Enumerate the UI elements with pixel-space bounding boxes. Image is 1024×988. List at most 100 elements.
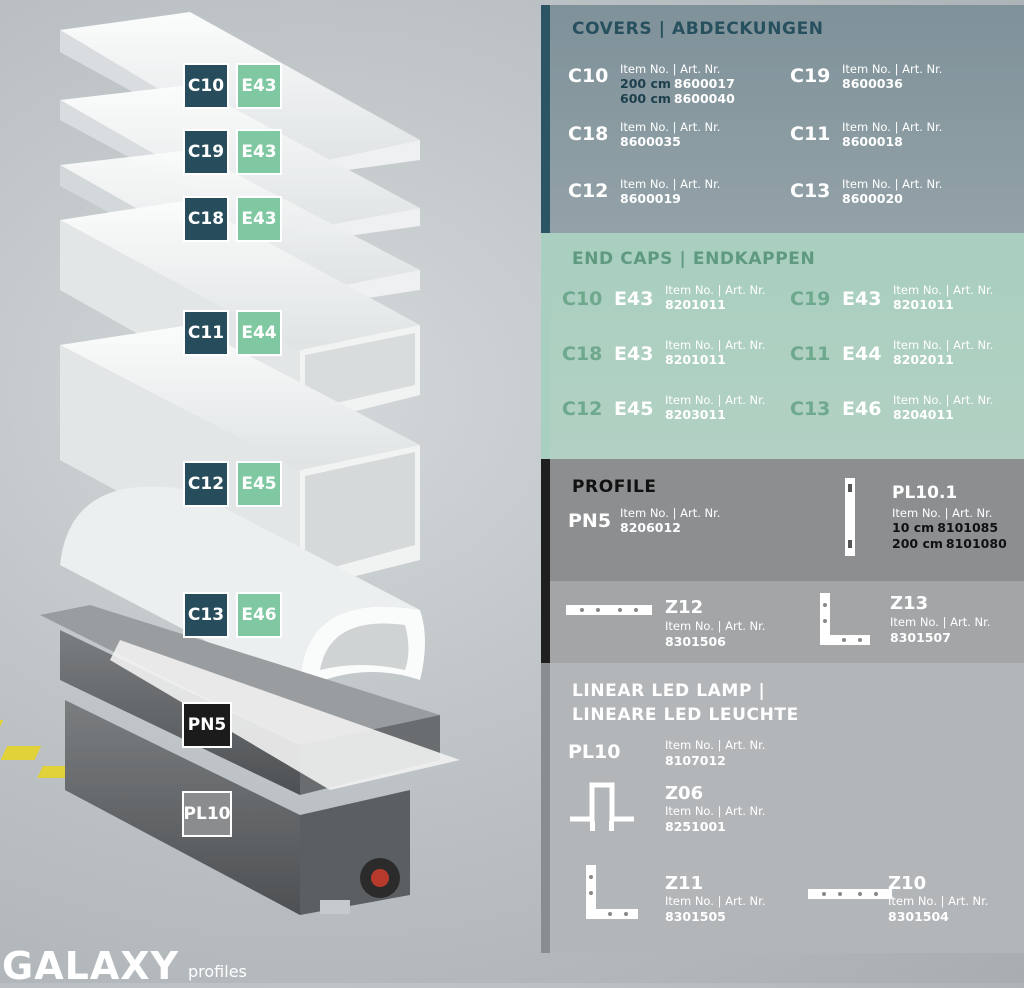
tag-e46: E46: [236, 592, 282, 638]
item-number: 8600018: [842, 134, 903, 149]
item-label: Item No. | Art. Nr.: [665, 894, 766, 908]
connectors-panel: Z12 Item No. | Art. Nr. 8301506 Z13 Item…: [541, 581, 1024, 663]
endcap-cover-code: C18: [562, 343, 603, 365]
exploded-profile-illustration: [0, 12, 460, 915]
item-number: 8600019: [620, 191, 681, 206]
tag-e45: E45: [236, 461, 282, 507]
tag-c13: C13: [183, 592, 229, 638]
endcap-code: E45: [614, 398, 654, 420]
item-number: 8107012: [665, 753, 726, 768]
lamp-code: Z06: [665, 783, 704, 804]
item-label: Item No. | Art. Nr.: [893, 393, 994, 407]
item-label: Item No. | Art. Nr.: [620, 62, 721, 76]
item-number: 8201011: [665, 352, 726, 367]
item-label: Item No. | Art. Nr.: [665, 804, 766, 818]
covers-code: C19: [790, 65, 831, 87]
covers-code: C12: [568, 180, 609, 202]
item-number: 8600035: [620, 134, 681, 149]
endcap-code: E46: [842, 398, 882, 420]
profile-code: PL10.1: [892, 483, 958, 503]
item-label: Item No. | Art. Nr.: [665, 283, 766, 297]
covers-code: C18: [568, 123, 609, 145]
item-number: 8600020: [842, 191, 903, 206]
covers-code: C10: [568, 65, 609, 87]
item-label: Item No. | Art. Nr.: [893, 338, 994, 352]
lamp-heading-line2: LINEARE LED LEUCHTE: [572, 705, 799, 725]
covers-heading: COVERS | ABDECKUNGEN: [572, 19, 824, 39]
brand-logo: GALAXY: [2, 944, 180, 988]
covers-code: C13: [790, 180, 831, 202]
endcap-cover-code: C19: [790, 288, 831, 310]
endcap-cover-code: C11: [790, 343, 831, 365]
tag-c18: C18: [183, 196, 229, 242]
item-label: Item No. | Art. Nr.: [665, 738, 766, 752]
endcap-cover-code: C12: [562, 398, 603, 420]
item-label: Item No. | Art. Nr.: [665, 619, 766, 633]
connector-z12-icon: [566, 605, 652, 615]
tag-e43: E43: [236, 196, 282, 242]
item-number: 8301506: [665, 634, 726, 649]
item-number: 8206012: [620, 520, 681, 535]
tag-c11: C11: [183, 310, 229, 356]
item-number: 8301507: [890, 630, 951, 645]
covers-code: C11: [790, 123, 831, 145]
profile-pl101-icon: [845, 478, 855, 556]
item-number: 8251001: [665, 819, 726, 834]
endcap-code: E43: [614, 288, 654, 310]
item-number: 8203011: [665, 407, 726, 422]
item-label: Item No. | Art. Nr.: [620, 177, 721, 191]
connector-z11-icon: [586, 865, 638, 919]
item-label: Item No. | Art. Nr.: [665, 338, 766, 352]
profile-pn5-shape: [0, 605, 460, 795]
brand-sub: profiles: [188, 962, 247, 981]
item-number: 8204011: [893, 407, 954, 422]
item-label: Item No. | Art. Nr.: [892, 506, 993, 520]
profile-panel: PROFILE PN5 Item No. | Art. Nr. 8206012 …: [541, 459, 1024, 581]
tag-c12: C12: [183, 461, 229, 507]
lamp-code: Z10: [888, 873, 927, 894]
lamp-code: PL10: [568, 741, 621, 763]
endcap-code: E44: [842, 343, 882, 365]
item-label: Item No. | Art. Nr.: [890, 615, 991, 629]
item-label: Item No. | Art. Nr.: [842, 177, 943, 191]
item-label: Item No. | Art. Nr.: [620, 506, 721, 520]
tag-c10: C10: [183, 63, 229, 109]
item-number: 8600036: [842, 76, 903, 91]
endcap-code: E43: [842, 288, 882, 310]
connector-code: Z13: [890, 593, 929, 614]
item-number: 8201011: [665, 297, 726, 312]
tag-e44: E44: [236, 310, 282, 356]
endcaps-panel: END CAPS | ENDKAPPEN C10 E43 Item No. | …: [541, 233, 1024, 459]
covers-panel: COVERS | ABDECKUNGEN C10 Item No. | Art.…: [541, 5, 1024, 233]
item-label: Item No. | Art. Nr.: [842, 62, 943, 76]
item-number: 8301505: [665, 909, 726, 924]
lamp-heading-line1: LINEAR LED LAMP |: [572, 681, 766, 701]
endcaps-heading: END CAPS | ENDKAPPEN: [572, 249, 816, 269]
cover-c13-shape: [60, 486, 425, 690]
endcap-cover-code: C10: [562, 288, 603, 310]
tag-pl10: PL10: [182, 791, 232, 837]
tag-e43: E43: [236, 63, 282, 109]
endcap-cover-code: C13: [790, 398, 831, 420]
tag-e43: E43: [236, 129, 282, 175]
profile-heading: PROFILE: [572, 477, 657, 497]
lamp-code: Z11: [665, 873, 704, 894]
bracket-z06-icon: [570, 782, 634, 831]
connector-z10-icon: [808, 889, 892, 899]
item-number: 8202011: [893, 352, 954, 367]
tag-c19: C19: [183, 129, 229, 175]
tag-pn5: PN5: [182, 702, 232, 748]
item-label: Item No. | Art. Nr.: [888, 894, 989, 908]
item-label: Item No. | Art. Nr.: [842, 120, 943, 134]
lamp-panel: LINEAR LED LAMP | LINEARE LED LEUCHTE PL…: [541, 663, 1024, 953]
item-label: Item No. | Art. Nr.: [620, 120, 721, 134]
connector-z13-icon: [820, 593, 870, 645]
item-number: 8301504: [888, 909, 949, 924]
profile-code: PN5: [568, 510, 612, 532]
connector-code: Z12: [665, 597, 704, 618]
endcap-code: E43: [614, 343, 654, 365]
